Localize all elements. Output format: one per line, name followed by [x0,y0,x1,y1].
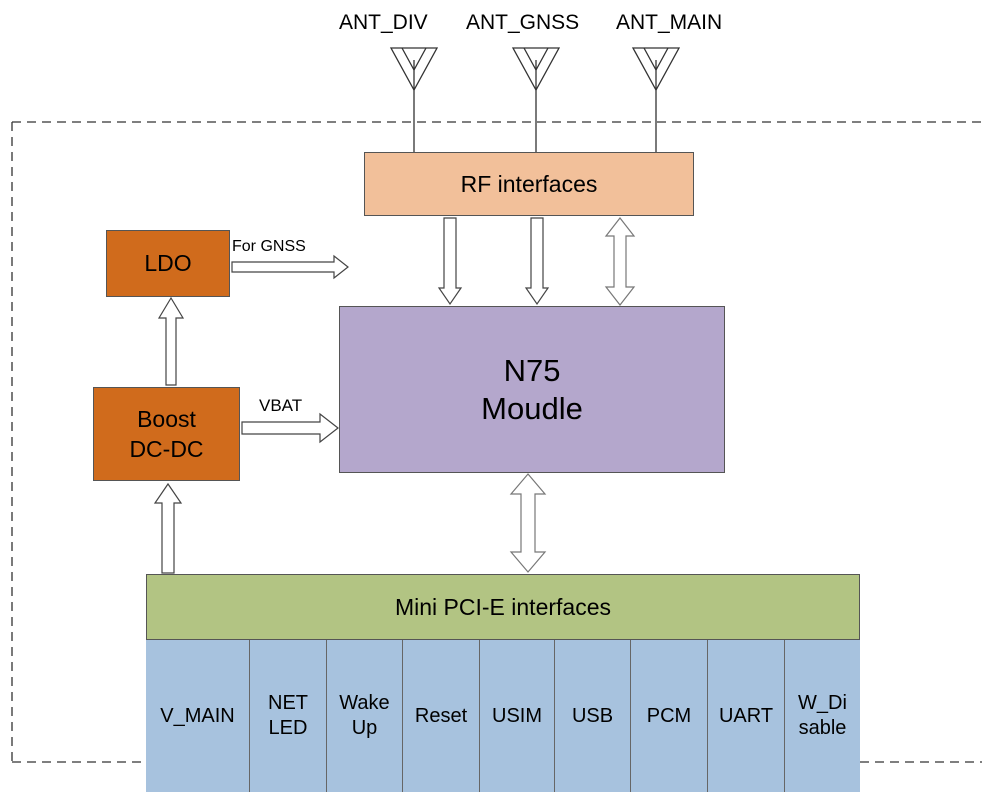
rf-to-module-arrow-1 [437,217,463,306]
boost-to-ldo-arrow [157,296,185,386]
ldo-block: LDO [106,230,230,297]
mini-pcie-interfaces-block: Mini PCI-E interfaces [146,574,860,640]
rf-interfaces-block: RF interfaces [364,152,694,216]
pin-pcm: PCM [631,640,708,792]
module-boundary [11,121,982,763]
ldo-for-gnss-arrow [231,254,349,280]
antenna-main-icon [631,47,681,152]
for-gnss-label: For GNSS [232,238,306,255]
rf-to-module-arrow-2 [524,217,550,306]
pin-usim: USIM [480,640,555,792]
antenna-div-icon [389,47,439,152]
module-label-line2: Moudle [481,390,583,426]
module-pcie-bidirectional-arrow [509,473,547,573]
vbat-label: VBAT [259,396,303,415]
module-label-line1: N75 [503,352,561,388]
ldo-label: LDO [144,250,192,276]
antenna-gnss-label: ANT_GNSS [466,11,580,34]
pin-usb: USB [555,640,631,792]
rf-interfaces-label: RF interfaces [460,170,598,197]
pin-reset: Reset [403,640,480,792]
boost-label-line2: DC-DC [129,436,204,462]
n75-module-block: N75 Moudle [339,306,725,473]
antenna-main-label: ANT_MAIN [616,11,723,34]
antenna-gnss-icon [511,47,561,152]
boost-dcdc-block: Boost DC-DC [93,387,240,481]
mini-pcie-label: Mini PCI-E interfaces [394,593,611,620]
pin-uart: UART [708,640,785,792]
vbat-arrow [241,412,339,444]
boost-label-line1: Boost [137,406,196,432]
rf-module-bidirectional-arrow [604,217,636,306]
pcie-to-boost-arrow [153,482,183,574]
pin-v-main: V_MAIN [146,640,250,792]
antenna-div-label: ANT_DIV [339,11,428,34]
